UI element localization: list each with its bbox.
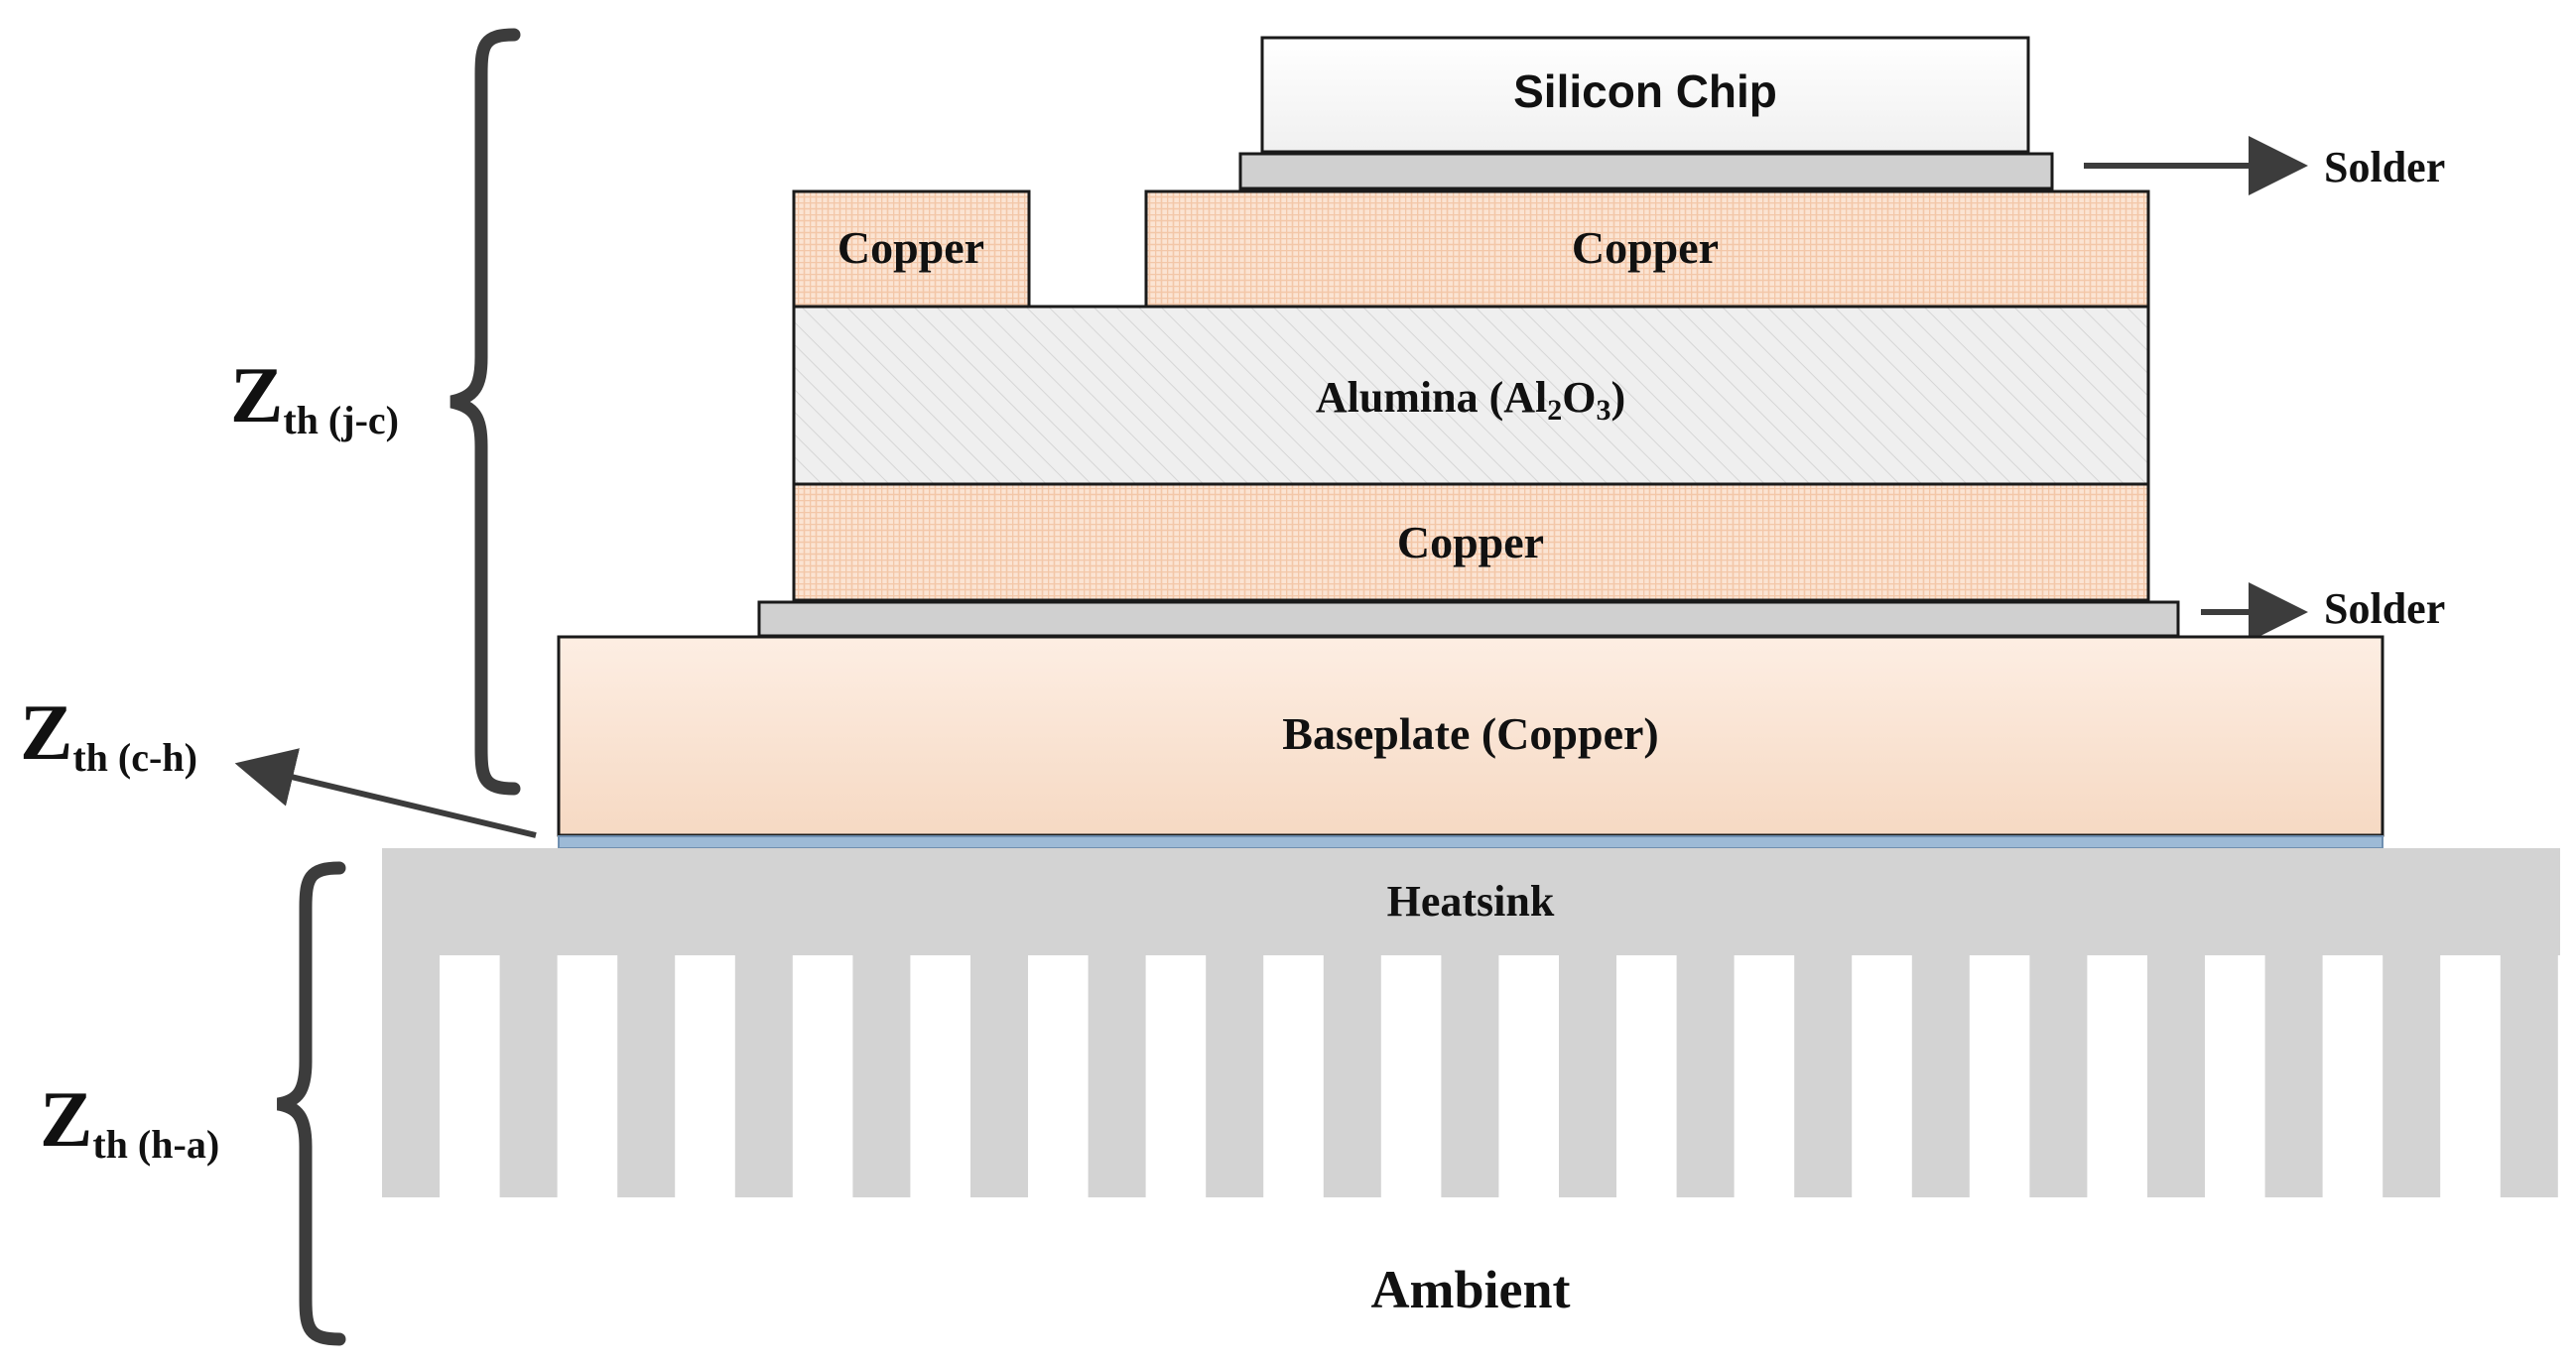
top-solder-label: Solder <box>2324 143 2445 191</box>
zth-jc-brace <box>450 28 521 796</box>
ambient-label: Ambient <box>1371 1260 1571 1319</box>
heatsink-fin <box>2383 952 2441 1197</box>
thermal-interface-layer <box>558 835 2383 849</box>
heatsink-fin <box>1088 952 1146 1197</box>
zth-ch-callout: Zth (c-h) <box>20 689 537 838</box>
copper-pad-left: Copper <box>792 189 1031 309</box>
heatsink-fin <box>970 952 1028 1197</box>
heatsink: Heatsink <box>382 848 2560 1197</box>
top-solder-callout: Solder <box>2084 136 2445 195</box>
bottom-solder-label: Solder <box>2324 584 2445 633</box>
heatsink-fin <box>1911 952 1970 1197</box>
heatsink-fin <box>852 952 911 1197</box>
heatsink-fin <box>1676 952 1735 1197</box>
baseplate-label: Baseplate (Copper) <box>1282 708 1658 759</box>
heatsink-fin <box>1323 952 1381 1197</box>
alumina-substrate-layer: Alumina (Al2O3) <box>792 305 2150 486</box>
bottom-solder-callout: Solder <box>2201 582 2445 642</box>
heatsink-fins <box>382 952 2558 1197</box>
heatsink-fin <box>2500 952 2558 1197</box>
zth-ha-label: Zth (h-a) <box>40 1076 219 1167</box>
alumina-label: Alumina (Al2O3) <box>1316 373 1625 427</box>
zth-jc-label: Zth (j-c) <box>230 352 399 442</box>
bottom-solder-layer <box>757 600 2180 638</box>
heatsink-fin <box>2029 952 2088 1197</box>
baseplate-layer: Baseplate (Copper) <box>557 635 2384 837</box>
heatsink-fin <box>382 952 440 1197</box>
copper-pad-left-label: Copper <box>837 222 984 273</box>
heatsink-fin <box>734 952 793 1197</box>
zth-jc-bracket: Zth (j-c) <box>230 28 521 796</box>
zth-ha-brace <box>276 861 346 1346</box>
heatsink-fin <box>617 952 676 1197</box>
heatsink-base <box>382 848 2560 955</box>
silicon-chip-layer: Silicon Chip <box>1260 36 2030 154</box>
silicon-chip-label: Silicon Chip <box>1513 65 1777 117</box>
top-solder-layer <box>1238 152 2054 190</box>
heatsink-fin <box>2147 952 2205 1197</box>
heatsink-label: Heatsink <box>1387 877 1555 926</box>
heatsink-fin <box>2264 952 2323 1197</box>
heatsink-fin <box>1441 952 1499 1197</box>
zth-ch-arrow <box>234 748 537 838</box>
copper-pad-right-label: Copper <box>1572 222 1719 273</box>
heatsink-fin <box>1794 952 1853 1197</box>
heatsink-fin <box>499 952 558 1197</box>
copper-bottom-layer: Copper <box>792 482 2150 602</box>
heatsink-fin <box>1206 952 1264 1197</box>
heatsink-fin <box>1559 952 1616 1197</box>
copper-pad-right: Copper <box>1144 189 2150 309</box>
copper-bottom-label: Copper <box>1397 517 1544 567</box>
zth-ch-label: Zth (c-h) <box>20 689 197 780</box>
zth-ha-bracket: Zth (h-a) <box>40 861 346 1346</box>
